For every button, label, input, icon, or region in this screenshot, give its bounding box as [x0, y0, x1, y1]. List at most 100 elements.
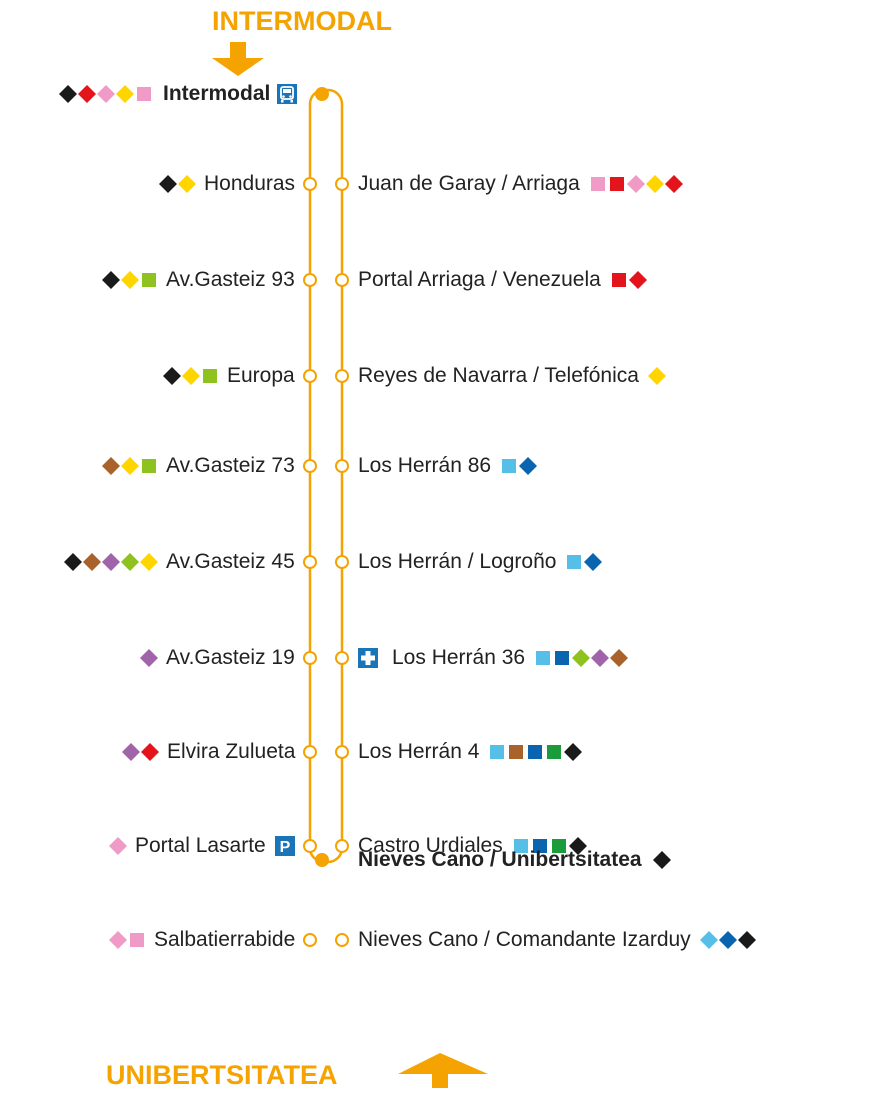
- station-left-2: Av.Gasteiz 93: [166, 268, 295, 291]
- parking-icon: P: [275, 836, 295, 856]
- station-intermodal: Intermodal: [163, 82, 271, 105]
- station-right-1: Juan de Garay / Arriaga: [358, 172, 580, 195]
- line-marker: [509, 745, 523, 759]
- station-left-4: Av.Gasteiz 73: [166, 454, 295, 477]
- station-right-8: Castro Urdiales: [358, 834, 503, 857]
- line-marker: [122, 743, 140, 761]
- line-marker: [137, 87, 151, 101]
- line-marker: [700, 931, 718, 949]
- station-right-2: Portal Arriaga / Venezuela: [358, 268, 601, 291]
- line-marker: [130, 933, 144, 947]
- line-marker: [610, 649, 628, 667]
- stop-circle-left-5: [303, 555, 317, 569]
- line-marker: [59, 85, 77, 103]
- hospital-icon: [358, 648, 378, 668]
- line-marker: [203, 369, 217, 383]
- line-marker: [141, 743, 159, 761]
- station-left-6: Av.Gasteiz 19: [166, 646, 295, 669]
- line-marker: [629, 271, 647, 289]
- stop-circle-right-2: [335, 273, 349, 287]
- line-marker: [102, 271, 120, 289]
- stop-circle-right-1: [335, 177, 349, 191]
- stop-circle-right-3: [335, 369, 349, 383]
- station-right-9: Nieves Cano / Comandante Izarduy: [358, 928, 691, 951]
- line-marker: [159, 175, 177, 193]
- station-left-8: Portal Lasarte: [135, 834, 266, 857]
- line-marker: [163, 367, 181, 385]
- line-marker: [555, 651, 569, 665]
- station-right-3: Reyes de Navarra / Telefónica: [358, 364, 639, 387]
- line-marker: [97, 85, 115, 103]
- arrow-down-icon: [212, 42, 264, 76]
- line-marker: [116, 85, 134, 103]
- stop-circle-right-4: [335, 459, 349, 473]
- line-marker: [121, 457, 139, 475]
- line-marker: [612, 273, 626, 287]
- line-marker: [648, 367, 666, 385]
- line-marker: [569, 837, 587, 855]
- stop-circle-left-1: [303, 177, 317, 191]
- station-right-7: Los Herrán 4: [358, 740, 480, 763]
- line-marker: [83, 553, 101, 571]
- line-marker: [78, 85, 96, 103]
- line-marker: [121, 553, 139, 571]
- line-marker: [627, 175, 645, 193]
- station-right-6: Los Herrán 36: [392, 646, 526, 669]
- line-marker: [567, 555, 581, 569]
- line-marker: [490, 745, 504, 759]
- svg-text:P: P: [280, 839, 291, 856]
- line-marker: [140, 553, 158, 571]
- line-marker: [564, 743, 582, 761]
- stop-circle-left-2: [303, 273, 317, 287]
- stop-circle-left-9: [303, 933, 317, 947]
- line-marker: [653, 851, 671, 869]
- line-marker: [536, 651, 550, 665]
- line-marker: [547, 745, 561, 759]
- line-marker: [178, 175, 196, 193]
- header-unibertsitatea: UNIBERTSITATEA: [106, 1060, 338, 1090]
- terminal-dot-end: [315, 853, 329, 867]
- line-marker: [584, 553, 602, 571]
- station-right-4: Los Herrán 86: [358, 454, 492, 477]
- line-marker: [109, 837, 127, 855]
- station-left-3: Europa: [227, 364, 295, 387]
- line-marker: [519, 457, 537, 475]
- line-marker: [572, 649, 590, 667]
- arrow-up-icon: [398, 1053, 488, 1088]
- stop-circle-left-8: [303, 839, 317, 853]
- line-marker: [665, 175, 683, 193]
- station-right-5: Los Herrán / Logroño: [358, 550, 557, 573]
- stop-circle-left-7: [303, 745, 317, 759]
- stop-circle-right-7: [335, 745, 349, 759]
- terminal-dot-start: [315, 87, 329, 101]
- line-marker: [591, 649, 609, 667]
- line-marker: [591, 177, 605, 191]
- route-line: [308, 88, 344, 864]
- line-marker: [502, 459, 516, 473]
- line-marker: [102, 457, 120, 475]
- line-marker: [528, 745, 542, 759]
- line-marker: [719, 931, 737, 949]
- line-marker: [140, 649, 158, 667]
- line-marker: [182, 367, 200, 385]
- line-marker: [142, 459, 156, 473]
- station-left-1: Honduras: [204, 172, 296, 195]
- line-marker: [121, 271, 139, 289]
- line-marker: [610, 177, 624, 191]
- station-left-9: Salbatierrabide: [154, 928, 296, 951]
- line-marker: [102, 553, 120, 571]
- line-marker: [646, 175, 664, 193]
- station-unibertsitatea: Nieves Cano / Unibertsitatea: [358, 848, 642, 871]
- line-marker: [109, 931, 127, 949]
- line-marker: [64, 553, 82, 571]
- stop-circle-left-4: [303, 459, 317, 473]
- stop-circle-right-9: [335, 933, 349, 947]
- line-marker: [738, 931, 756, 949]
- stop-circle-left-3: [303, 369, 317, 383]
- line-marker: [514, 839, 528, 853]
- header-intermodal: INTERMODAL: [212, 6, 392, 36]
- stop-circle-right-8: [335, 839, 349, 853]
- stop-circle-right-5: [335, 555, 349, 569]
